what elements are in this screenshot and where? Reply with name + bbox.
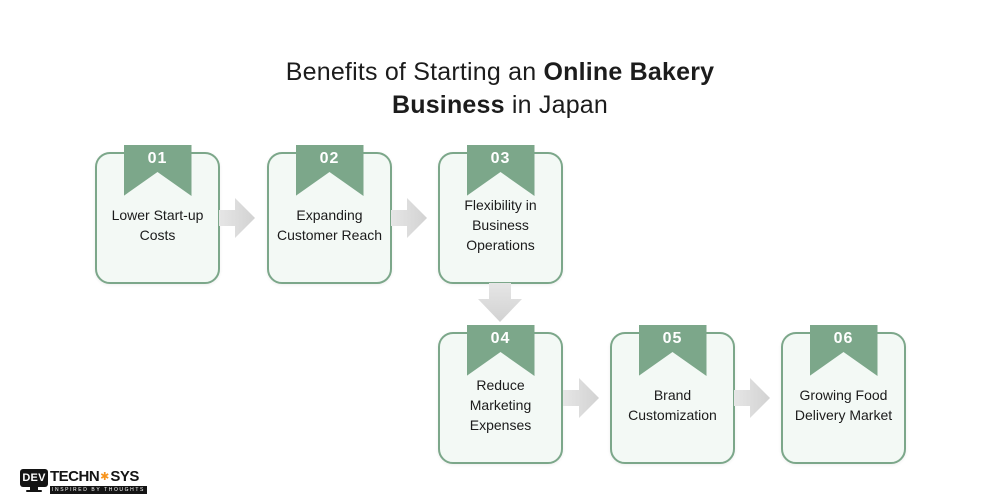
- arrow-down-icon: [478, 283, 522, 322]
- title-text-normal: Benefits of Starting an: [285, 58, 537, 86]
- logo-wordmark: TECHN ✱ SYS INSPIRED BY THOUGHTS: [50, 469, 147, 494]
- card-label: Brand Customization: [628, 387, 717, 423]
- logo-wordmark-left: TECHN: [50, 468, 100, 485]
- card-number: 03: [490, 150, 511, 167]
- card-label: Growing Food Delivery Market: [794, 387, 893, 423]
- card-label: Expanding Customer Reach: [276, 207, 383, 243]
- arrow-right-icon: [563, 378, 599, 418]
- arrow-right-icon: [734, 378, 770, 418]
- card-label: Lower Start-up Costs: [111, 207, 204, 243]
- card-number: 02: [319, 150, 340, 167]
- card-number: 01: [147, 150, 168, 167]
- ribbon-badge-icon: 03: [466, 145, 535, 196]
- page-title: Benefits of Starting an Online Bakery Bu…: [0, 56, 1000, 122]
- card-label: Flexibility in Business Operations: [464, 197, 537, 253]
- ribbon-badge-icon: 04: [466, 325, 535, 376]
- devtechnosys-logo: DEV TECHN ✱ SYS INSPIRED BY THOUGHTS: [20, 469, 147, 494]
- card-number: 06: [833, 330, 854, 347]
- ribbon-badge-icon: 02: [295, 145, 364, 196]
- monitor-icon: DEV: [20, 469, 48, 492]
- arrow-right-icon: [219, 198, 255, 238]
- page-title-line-2: Business in Japan: [0, 89, 1000, 122]
- title-text-bold: Online Bakery: [543, 58, 715, 86]
- card-number: 05: [662, 330, 683, 347]
- benefit-card-2: 02 Expanding Customer Reach: [267, 145, 392, 284]
- logo-wordmark-right: SYS: [110, 468, 139, 485]
- gear-icon: ✱: [100, 471, 110, 483]
- benefit-card-4: 04 Reduce Marketing Expenses: [438, 325, 563, 464]
- benefit-card-5: 05 Brand Customization: [610, 325, 735, 464]
- monitor-base: [26, 490, 42, 492]
- benefit-card-6: 06 Growing Food Delivery Market: [781, 325, 906, 464]
- logo-monitor-text: DEV: [22, 472, 46, 484]
- logo-tagline: INSPIRED BY THOUGHTS: [50, 486, 147, 494]
- ribbon-badge-icon: 01: [123, 145, 192, 196]
- ribbon-badge-icon: 06: [809, 325, 878, 376]
- card-number: 04: [490, 330, 511, 347]
- title-text-bold: Business: [391, 91, 505, 119]
- benefit-card-1: 01 Lower Start-up Costs: [95, 145, 220, 284]
- page-title-line-1: Benefits of Starting an Online Bakery: [0, 56, 1000, 89]
- arrow-right-icon: [391, 198, 427, 238]
- monitor-stand: [30, 487, 38, 490]
- title-text-normal: in Japan: [511, 91, 609, 119]
- benefit-card-3: 03 Flexibility in Business Operations: [438, 145, 563, 284]
- ribbon-badge-icon: 05: [638, 325, 707, 376]
- card-label: Reduce Marketing Expenses: [469, 377, 532, 433]
